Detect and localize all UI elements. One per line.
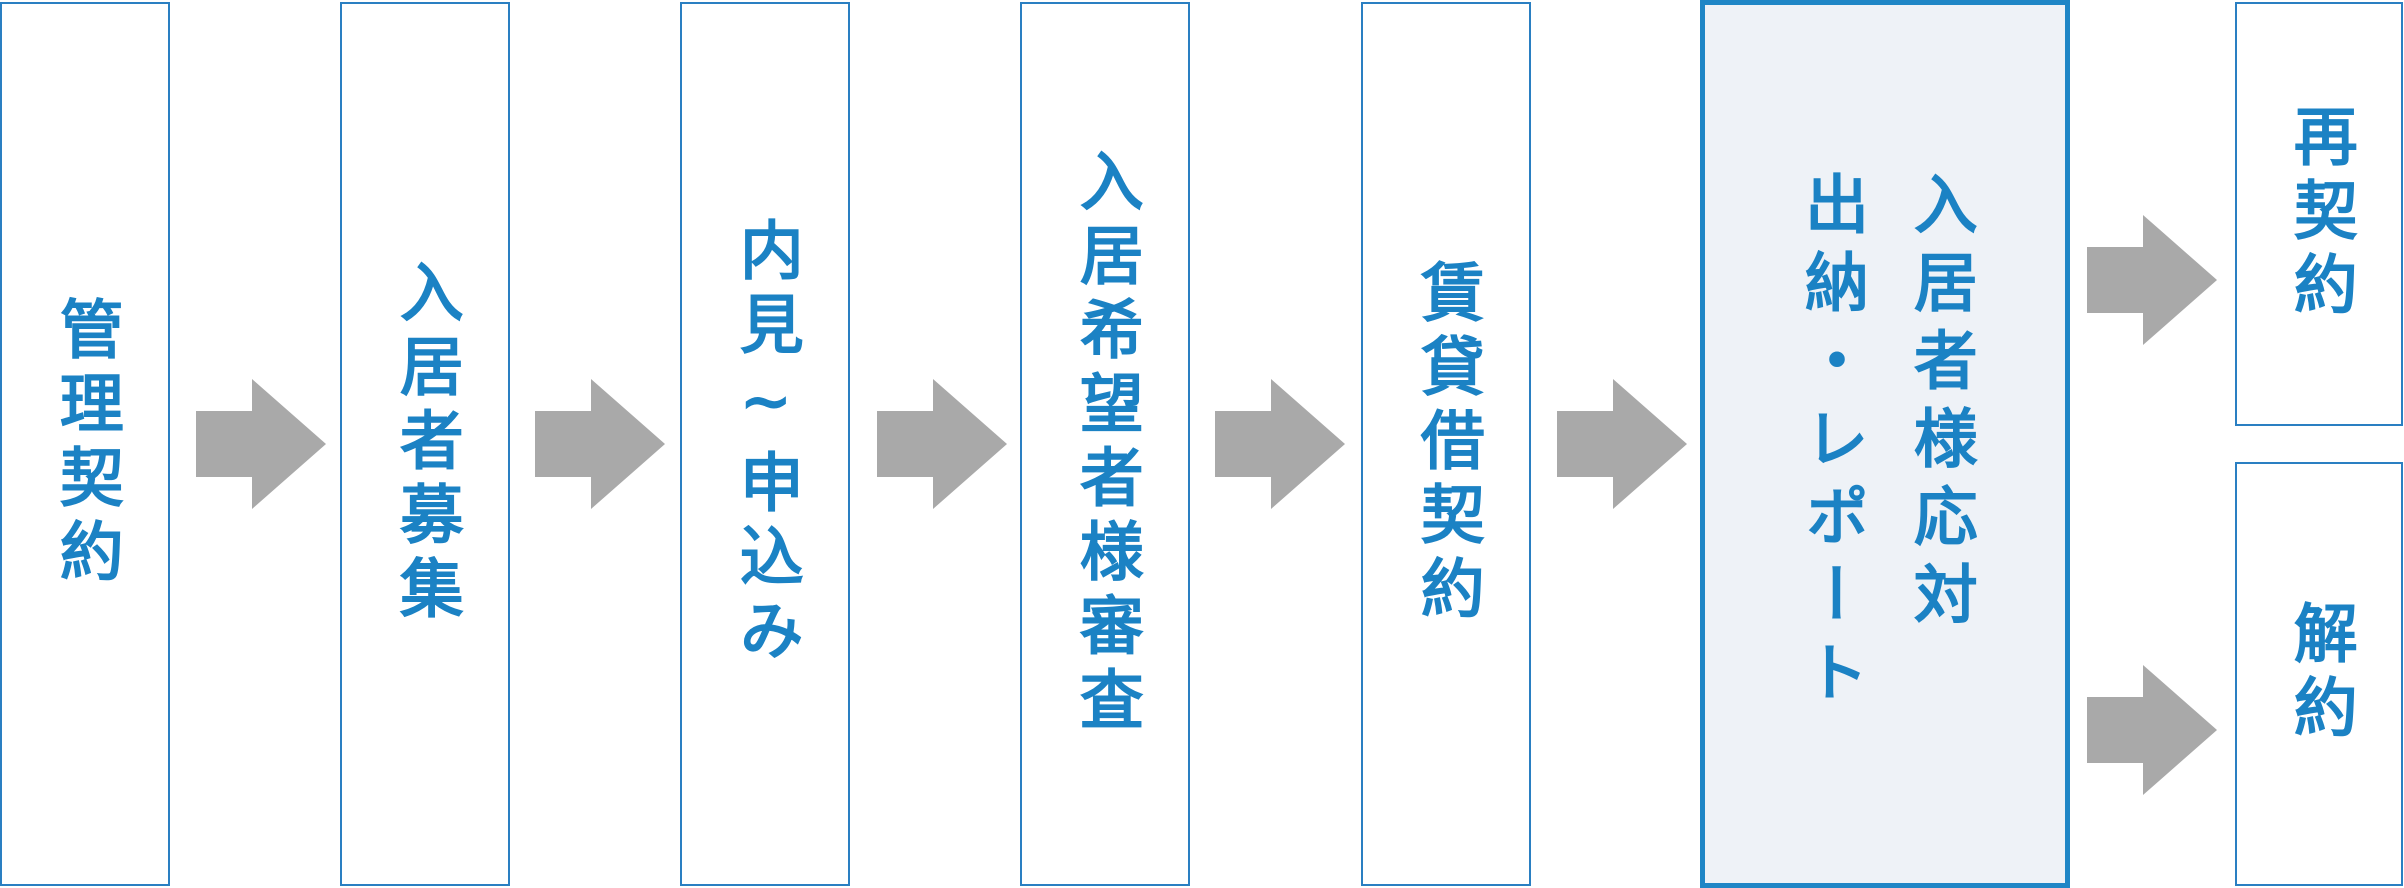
arrow-right-icon <box>1557 379 1687 509</box>
step-label: 賃貸借契約 <box>1409 259 1484 629</box>
arrow-right-icon <box>196 379 326 509</box>
step-recontract: 再契約 <box>2235 2 2403 426</box>
step-label: 内見~申込み <box>728 217 803 671</box>
step-label: 再契約 <box>2282 103 2357 325</box>
step-label: 入居者様応対 出納・レポート <box>1794 171 1977 717</box>
step-label: 管理契約 <box>48 296 123 592</box>
arrow-right-icon <box>1215 379 1345 509</box>
step-label: 解約 <box>2282 600 2357 748</box>
arrow-right-icon <box>2087 665 2217 795</box>
step-label: 入居希望者様審査 <box>1068 148 1143 740</box>
step-applicant-screening: 入居希望者様審査 <box>1020 2 1190 886</box>
step-tenant-recruitment: 入居者募集 <box>340 2 510 886</box>
step-management-contract: 管理契約 <box>0 2 170 886</box>
arrow-right-icon <box>877 379 1007 509</box>
step-tenant-support-report: 入居者様応対 出納・レポート <box>1700 0 2070 888</box>
arrow-right-icon <box>2087 215 2217 345</box>
step-label: 入居者募集 <box>388 259 463 629</box>
step-lease-contract: 賃貸借契約 <box>1361 2 1531 886</box>
arrow-right-icon <box>535 379 665 509</box>
step-cancellation: 解約 <box>2235 462 2403 886</box>
step-viewing-application: 内見~申込み <box>680 2 850 886</box>
